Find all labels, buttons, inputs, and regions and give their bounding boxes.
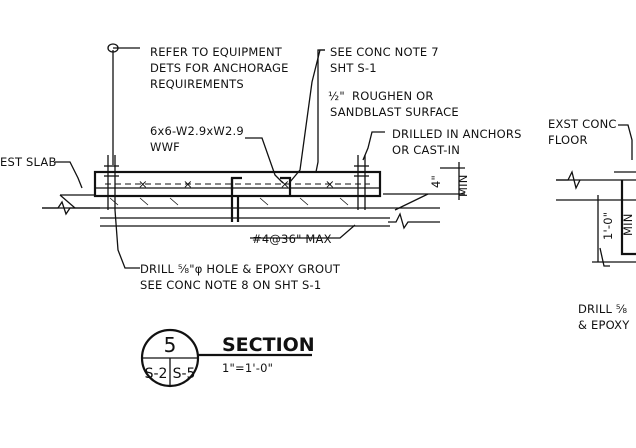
dim-min-label: MIN (456, 174, 470, 197)
note-drill-partial-2: & EPOXY (578, 318, 630, 332)
concrete-pad: × × × × (93, 170, 382, 206)
svg-text:×: × (325, 177, 335, 191)
note-drill-2: SEE CONC NOTE 8 ON SHT S-1 (140, 278, 321, 292)
dim-4-label: 4" (429, 175, 443, 188)
note-roughen-1: ROUGHEN OR (352, 89, 434, 103)
right-detail (556, 124, 636, 267)
section-title: SECTION (222, 334, 315, 356)
svg-text:×: × (138, 177, 148, 191)
note-drilled-1: DRILLED IN ANCHORS (392, 127, 522, 141)
section-number: 5 (164, 333, 177, 357)
note-roughen-fraction: ½" (328, 89, 345, 103)
note-exst-conc-2: FLOOR (548, 133, 588, 147)
note-see-conc-1: SEE CONC NOTE 7 (330, 45, 439, 59)
dim-1-0-label: 1'-0" (601, 212, 615, 240)
note-refer-3: REQUIREMENTS (150, 77, 244, 91)
svg-text:×: × (183, 177, 193, 191)
dowel-bars (230, 176, 292, 222)
note-wwf-1: 6x6-W2.9xW2.9 (150, 124, 244, 138)
section-sheet-right: S-5 (173, 366, 196, 382)
note-exst-conc-1: EXST CONC (548, 117, 617, 131)
note-see-conc-2: SHT S-1 (330, 61, 377, 75)
note-drilled-2: OR CAST-IN (392, 143, 460, 157)
section-bubble (140, 328, 312, 388)
svg-text:×: × (280, 177, 290, 191)
existing-slab (42, 193, 440, 230)
dim-min-label-right: MIN (621, 213, 635, 236)
note-refer-2: DETS FOR ANCHORAGE (150, 61, 289, 75)
note-rebar: #4@36" MAX (252, 232, 332, 246)
note-wwf-2: WWF (150, 140, 180, 154)
note-exst-slab: EST SLAB (0, 155, 57, 169)
section-sheet-left: S-2 (145, 366, 168, 382)
note-refer-1: REFER TO EQUIPMENT (150, 45, 283, 59)
note-drill-1: DRILL ⅝"φ HOLE & EPOXY GROUT (140, 262, 341, 276)
leader-lines (55, 43, 465, 269)
note-roughen-2: SANDBLAST SURFACE (330, 105, 459, 119)
anchor-bolts (104, 155, 369, 210)
note-drill-partial-1: DRILL ⅝ (578, 302, 627, 316)
section-scale: 1"=1'-0" (222, 361, 273, 375)
